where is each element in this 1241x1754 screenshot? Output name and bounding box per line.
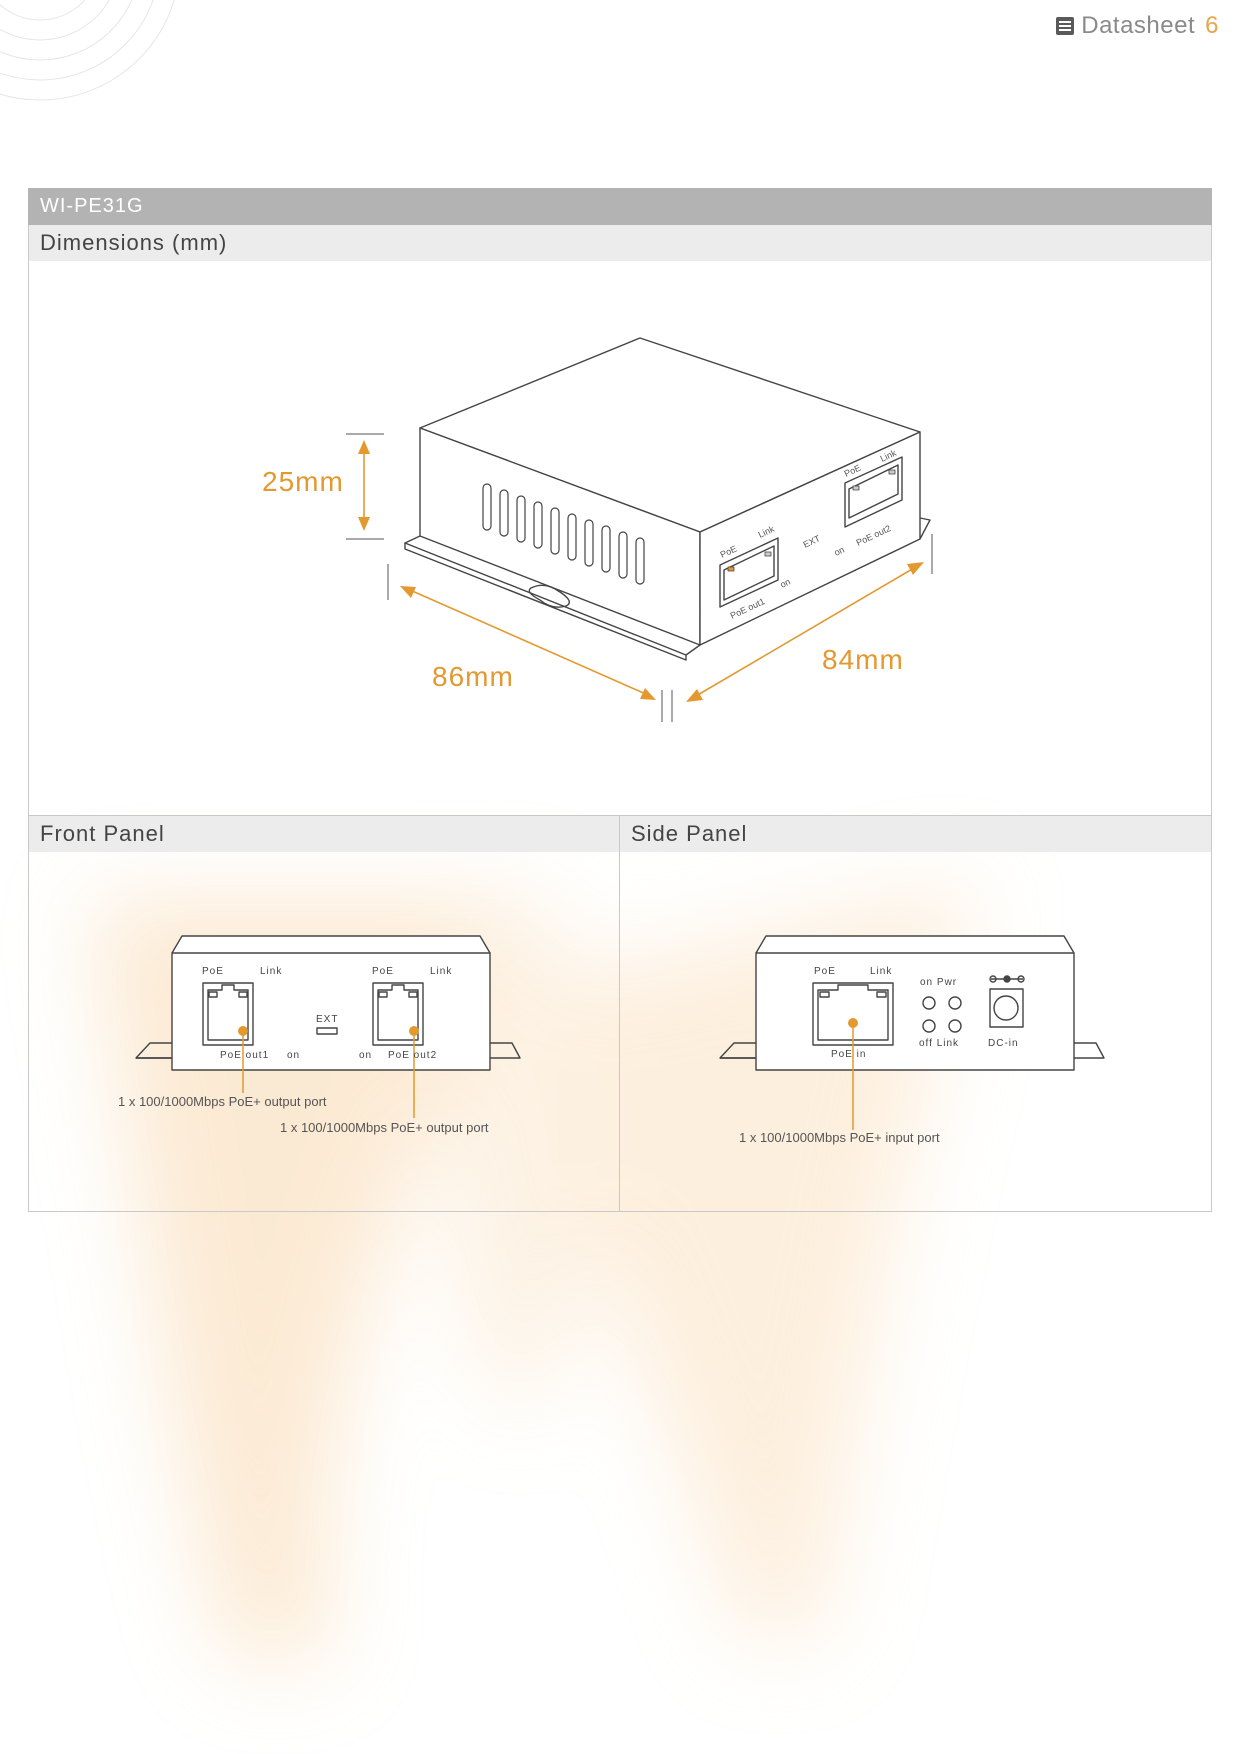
section-title-side-panel: Side Panel [620, 816, 1211, 852]
dimension-length-label: 86mm [432, 661, 514, 692]
front-port1-name-label: PoE out1 [220, 1050, 270, 1061]
led-off-link-label: off Link [919, 1038, 960, 1049]
divider-horizontal [28, 815, 1212, 816]
front-port2-name-label: PoE out2 [388, 1050, 438, 1061]
section-title-front-panel: Front Panel [29, 816, 619, 852]
side-port-link-label: Link [870, 966, 893, 977]
side-port-poe-label: PoE [814, 966, 836, 977]
section-title-dimensions: Dimensions (mm) [29, 225, 1211, 261]
side-port-name-label: PoE in [831, 1049, 867, 1060]
product-model-bar: WI-PE31G [28, 188, 1212, 225]
dimension-height-label: 25mm [262, 466, 344, 497]
document-icon [1056, 17, 1075, 35]
page-number: 6 [1205, 12, 1219, 39]
iso-label-on-1: on [779, 577, 792, 590]
side-port-caption: 1 x 100/1000Mbps PoE+ input port [739, 1130, 940, 1145]
led-on-pwr-label: on Pwr [920, 977, 958, 988]
front-port2-on-label: on [359, 1050, 373, 1061]
front-port1-on-label: on [287, 1050, 301, 1061]
iso-label-on-2: on [833, 545, 846, 558]
front-port2-poe-label: PoE [372, 966, 394, 977]
front-port2-caption: 1 x 100/1000Mbps PoE+ output port [280, 1120, 489, 1135]
front-ext-label: EXT [316, 1014, 339, 1025]
front-port1-link-label: Link [260, 966, 283, 977]
dc-in-label: DC-in [988, 1038, 1019, 1049]
front-port2-link-label: Link [430, 966, 453, 977]
front-port1-caption: 1 x 100/1000Mbps PoE+ output port [118, 1094, 327, 1109]
divider-vertical [619, 815, 620, 1212]
header-title: Datasheet [1081, 12, 1196, 39]
dimension-width-label: 84mm [822, 644, 904, 675]
front-port1-poe-label: PoE [202, 966, 224, 977]
corner-arc-decoration [0, 0, 175, 101]
page-header: Datasheet 6 [1055, 12, 1219, 40]
